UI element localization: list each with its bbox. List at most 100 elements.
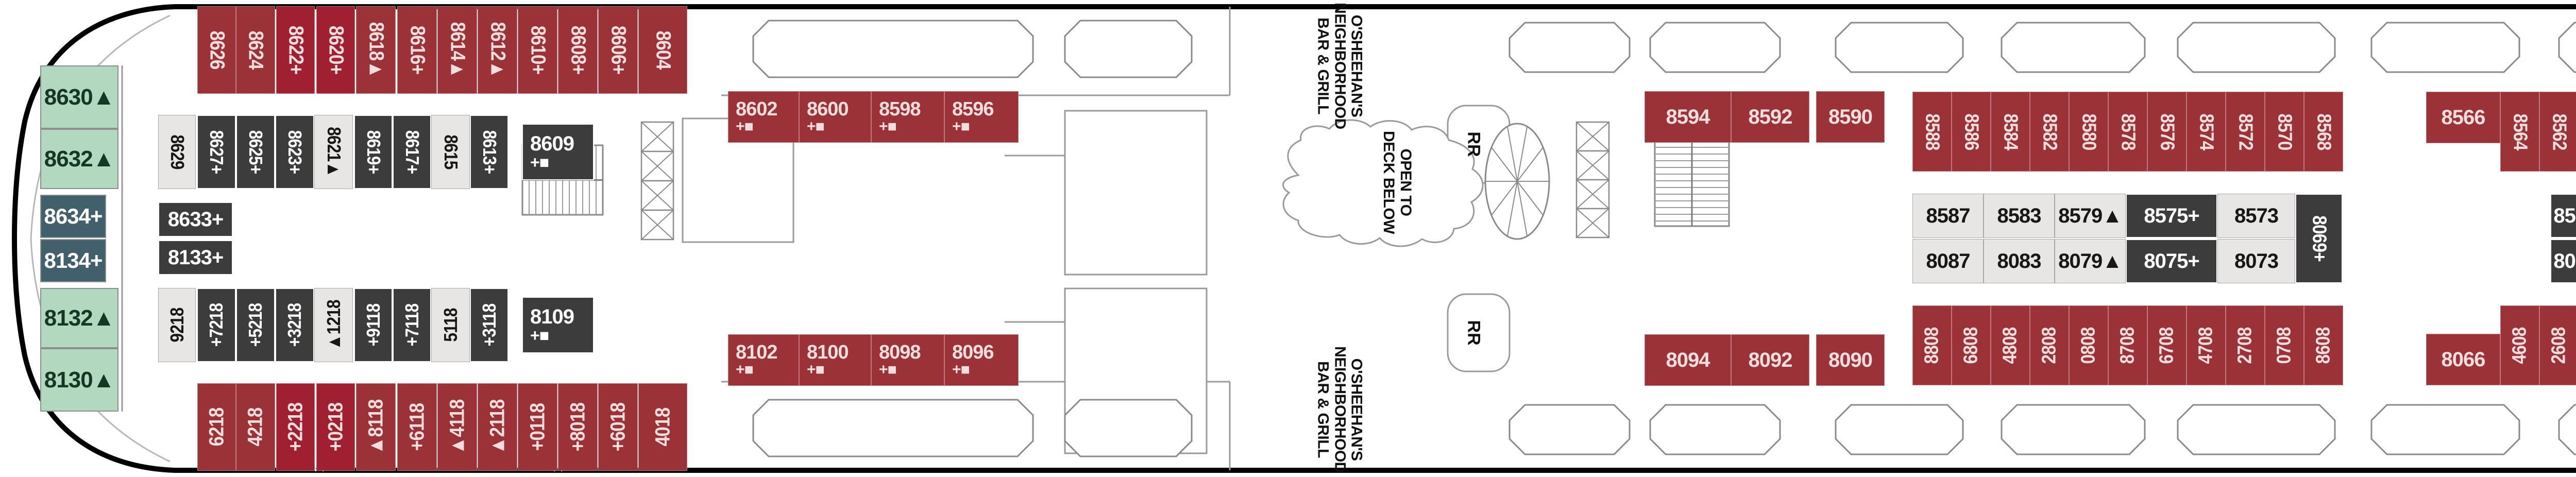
cabin-number: 8608 — [2312, 327, 2334, 364]
cabin-8108: +8018 — [558, 383, 598, 471]
spiral-stairs-tread — [1491, 147, 1518, 182]
spiral-stairs-tread — [1517, 181, 1544, 216]
cabin-8614: 8614▲ — [437, 6, 477, 94]
cabin-number: 4708 — [2195, 327, 2217, 364]
cabin-8602: 8602+■ — [728, 91, 799, 143]
cabin-number: 8094 — [1666, 349, 1710, 371]
cabin-8594: 8594 — [1645, 91, 1731, 143]
cabin-number: 8618▲ — [365, 22, 387, 78]
cabin-number: 8621▲ — [323, 127, 345, 177]
cabin-8123: +3218 — [275, 288, 314, 362]
cabin-symbols: +■ — [530, 153, 549, 172]
spiral-stairs-tread — [1506, 126, 1518, 182]
cabin-8624: 8624 — [236, 6, 275, 94]
cabin-8587: 8587 — [1912, 194, 1984, 238]
cabin-number: 8610+ — [527, 25, 549, 75]
elevator-x — [1576, 179, 1609, 209]
cabin-number: +0218 — [324, 402, 347, 452]
cabin-number: 8079▲ — [2058, 250, 2123, 272]
cabin-number: ▲1218 — [323, 300, 344, 350]
cabin-number: 8098 — [879, 342, 921, 363]
cabin-8586: 8586 — [1952, 92, 1991, 172]
cabin-8112: ▲2118 — [478, 383, 517, 471]
cabin-8596: 8596+■ — [944, 91, 1019, 143]
cabin-8573: 8573 — [2217, 194, 2295, 238]
cabin-number: 2608 — [2548, 327, 2570, 364]
cabin-8068: 8608 — [2304, 305, 2343, 385]
cabin-number: 8600 — [807, 98, 849, 120]
cabin-8129: 9218 — [158, 288, 196, 362]
cabin-number: 6218 — [205, 407, 228, 447]
elevator-x — [641, 122, 674, 152]
cabin-number: 8582 — [2039, 113, 2061, 150]
cabin-8083: 8083 — [1984, 239, 2055, 283]
cabin-number: 8622+ — [284, 25, 307, 75]
cabin-number: +6118 — [405, 403, 428, 451]
cabin-number: ▲4118 — [446, 399, 468, 455]
cabin-number: 8616+ — [406, 25, 429, 75]
cabin-number: 8061+ — [2553, 250, 2576, 272]
atrium-line: OPEN TO — [1397, 148, 1414, 216]
cabin-number: 0708 — [2273, 327, 2295, 364]
cabin-number: +3218 — [284, 303, 305, 347]
cabin-8074: 4708 — [2187, 305, 2226, 385]
cabin-8619: 8619+ — [354, 115, 393, 189]
cabin-number: +8018 — [566, 402, 589, 452]
cabin-number: 8580 — [2078, 113, 2100, 150]
cabin-number: 8604 — [652, 30, 674, 70]
cabin-8616: 8616+ — [397, 6, 437, 94]
cabin-8122: +2218 — [276, 383, 315, 471]
cabin-number: 8632▲ — [44, 146, 115, 172]
cabin-8116: +6118 — [397, 383, 437, 471]
lifeboat — [2370, 22, 2520, 73]
elevator-x — [1576, 208, 1609, 238]
cabin-8568: 8568 — [2304, 92, 2343, 172]
cabin-number: 8808 — [1921, 327, 1943, 364]
cabin-number: 8100 — [807, 342, 849, 363]
cabin-number: 8623+ — [284, 130, 306, 174]
cabin-number: 8570 — [2274, 113, 2296, 150]
lifeboat — [1509, 404, 1631, 455]
cabin-8617: 8617+ — [393, 115, 431, 189]
cabin-number: +6018 — [606, 402, 629, 452]
cabin-number: 8624 — [244, 30, 267, 70]
cabin-number: 8602 — [736, 98, 778, 120]
spiral-stairs-tread — [1517, 181, 1528, 236]
cabin-8119: +9118 — [354, 288, 393, 362]
cabin-8582: 8582 — [2030, 92, 2069, 172]
lifeboat — [2001, 22, 2146, 73]
cabin-number: 8617+ — [401, 130, 423, 174]
cabin-number: 8613+ — [479, 130, 500, 174]
cabin-number: +2218 — [284, 402, 307, 452]
cabin-8120: +0218 — [316, 383, 355, 471]
cabin-number: 8574 — [2195, 113, 2217, 150]
stern-inner-line — [30, 14, 171, 463]
lifeboat — [2177, 22, 2336, 73]
venue-line: NEIGHBORHOOD — [1331, 3, 1349, 129]
cabin-number: 8564 — [2509, 113, 2531, 150]
cabin-8072: 2708 — [2226, 305, 2265, 385]
lifeboat — [1509, 22, 1631, 73]
cabin-symbols: +■ — [879, 118, 897, 135]
cabin-8575: 8575+ — [2126, 194, 2217, 238]
cabin-number: +3118 — [478, 303, 500, 347]
elevator-x — [641, 180, 674, 211]
cabin-8588: 8588 — [1912, 92, 1952, 172]
cabin-number: 8612▲ — [486, 22, 509, 78]
lifeboat — [752, 20, 1034, 78]
cabin-number: 8083 — [1997, 250, 2042, 272]
cabin-number: 8573 — [2234, 205, 2279, 227]
cabin-number: 8579▲ — [2058, 205, 2123, 227]
cabin-8064: 4608 — [2500, 305, 2539, 385]
cabin-number: 8572 — [2234, 113, 2257, 150]
cabin-number: 8578 — [2117, 113, 2139, 150]
cabin-8132: 8132▲ — [40, 288, 118, 348]
lifeboat — [2558, 404, 2576, 455]
cabin-8583: 8583 — [1984, 194, 2055, 238]
cabin-number: 8608+ — [567, 25, 589, 75]
cabin-8075: 8075+ — [2126, 239, 2217, 283]
cabin-number: 8625+ — [245, 130, 266, 174]
cabin-number: 2808 — [2038, 327, 2060, 364]
lifeboat — [1064, 20, 1193, 78]
cabin-number: 8583 — [1997, 205, 2042, 227]
